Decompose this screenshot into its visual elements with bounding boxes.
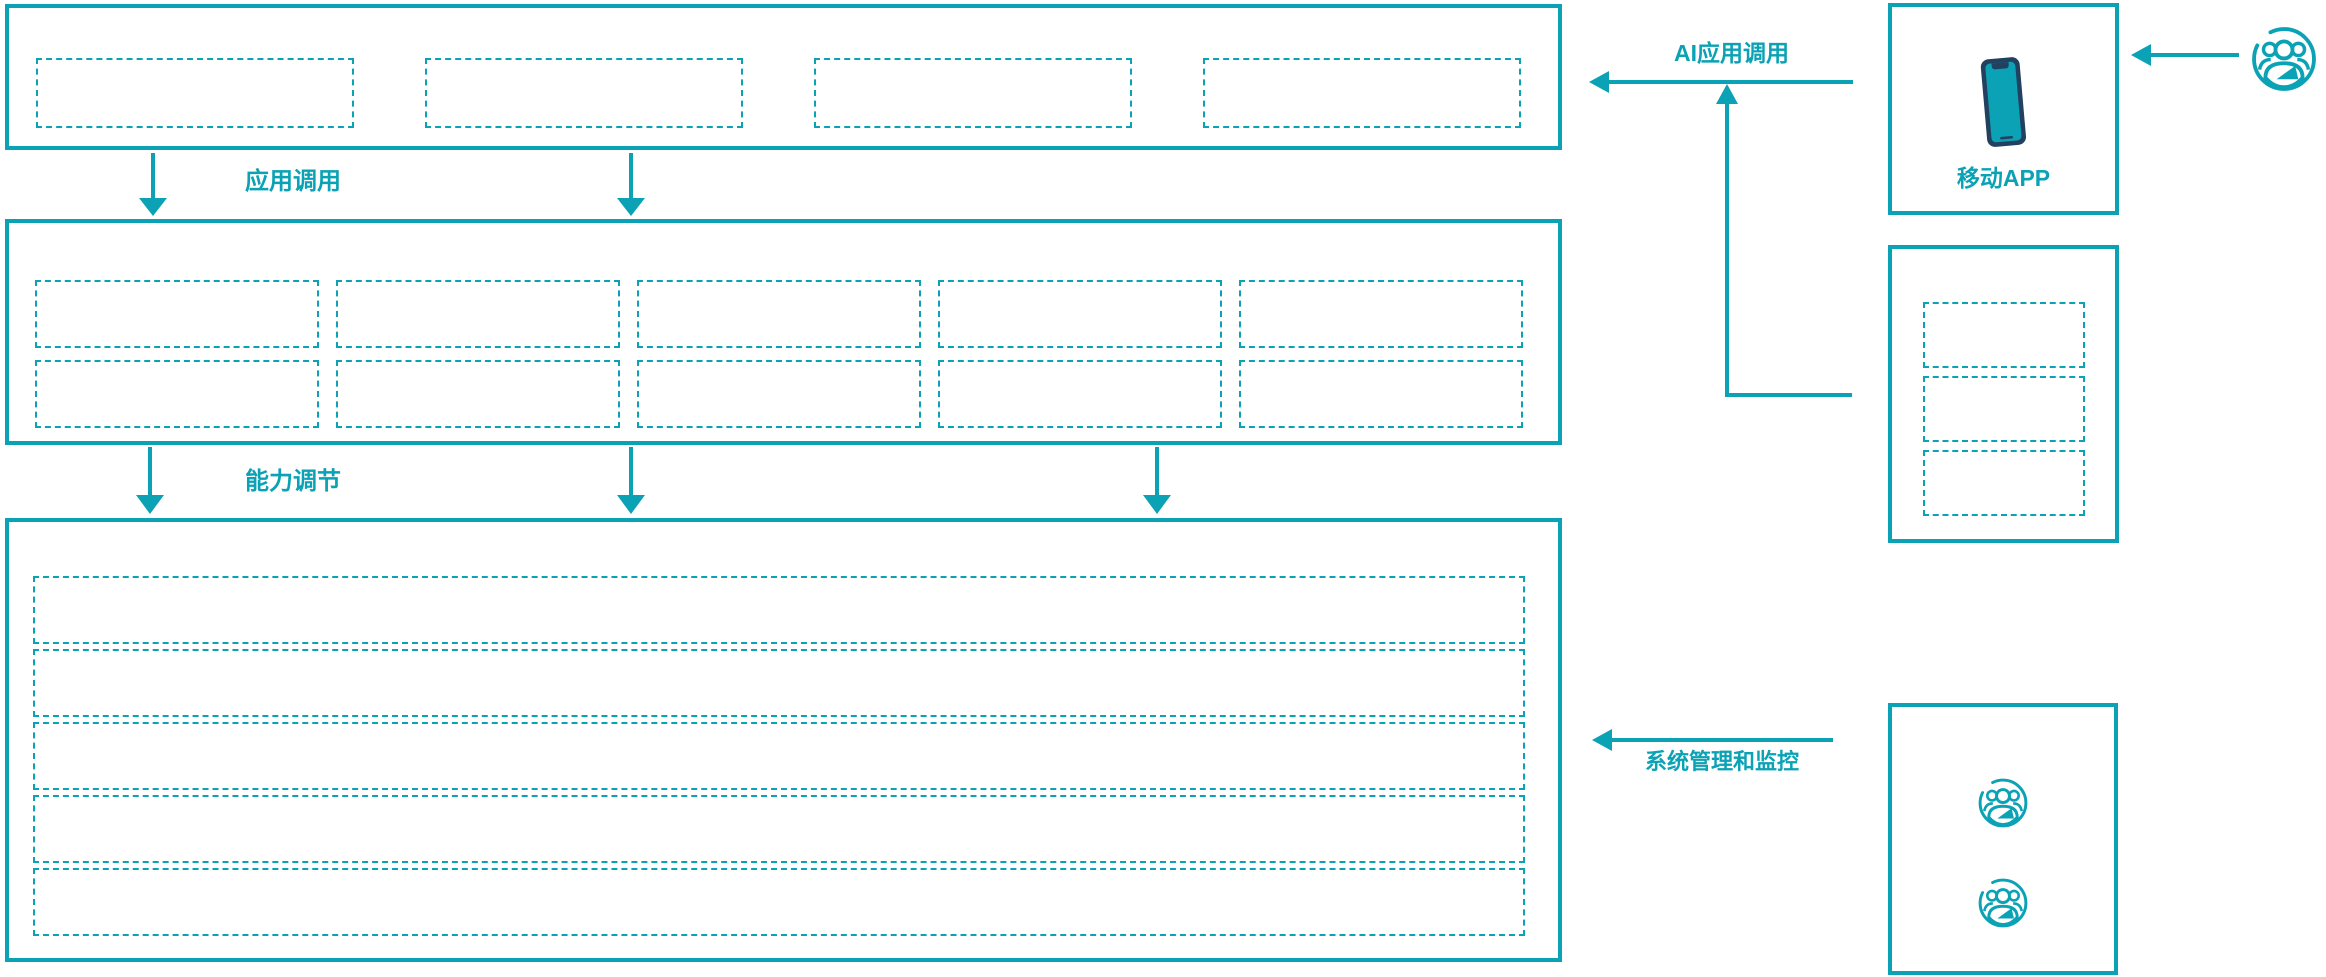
placeholder-box bbox=[36, 58, 354, 128]
capability-adjust-label: 能力调节 bbox=[245, 468, 341, 495]
placeholder-box bbox=[33, 795, 1525, 863]
placeholder-box bbox=[33, 868, 1525, 936]
down-arrow-icon bbox=[139, 153, 167, 216]
admin-users-panel bbox=[1888, 703, 2118, 975]
placeholder-box bbox=[35, 280, 319, 348]
placeholder-box bbox=[33, 576, 1525, 644]
users-group-icon bbox=[1977, 877, 2029, 929]
placeholder-box bbox=[1239, 360, 1523, 428]
bottom-layer-slots bbox=[9, 522, 1558, 936]
users-group-icon bbox=[1977, 777, 2029, 829]
down-arrow-icon bbox=[136, 447, 164, 514]
user-to-app-left-arrow-icon bbox=[2131, 44, 2239, 66]
placeholder-box bbox=[1922, 302, 2085, 368]
ai-app-call-label: AI应用调用 bbox=[1674, 40, 1789, 66]
down-arrow-icon bbox=[617, 153, 645, 216]
mobile-app-panel: 移动APP bbox=[1888, 3, 2119, 215]
top-layer-slots bbox=[9, 8, 1558, 128]
ai-call-left-arrow-icon bbox=[1589, 71, 1853, 93]
bottom-layer-panel bbox=[5, 518, 1562, 962]
users-group-icon bbox=[2250, 25, 2318, 93]
placeholder-box bbox=[336, 280, 620, 348]
down-arrow-icon bbox=[617, 447, 645, 514]
placeholder-box bbox=[425, 58, 743, 128]
right-middle-slots bbox=[1892, 249, 2115, 516]
placeholder-box bbox=[938, 280, 1222, 348]
placeholder-box bbox=[814, 58, 1132, 128]
placeholder-box bbox=[35, 360, 319, 428]
placeholder-box bbox=[1922, 450, 2085, 516]
placeholder-box bbox=[336, 360, 620, 428]
placeholder-box bbox=[33, 722, 1525, 790]
system-monitor-left-arrow-icon bbox=[1592, 729, 1833, 751]
right-middle-panel bbox=[1888, 245, 2119, 543]
placeholder-box bbox=[637, 360, 921, 428]
placeholder-box bbox=[637, 280, 921, 348]
down-arrow-icon bbox=[1143, 447, 1171, 514]
placeholder-box bbox=[1203, 58, 1521, 128]
middle-layer-panel bbox=[5, 219, 1562, 445]
admin-users-slots bbox=[1892, 707, 2114, 929]
app-call-label: 应用调用 bbox=[245, 168, 341, 195]
mobile-app-label: 移动APP bbox=[1956, 165, 2051, 191]
placeholder-box bbox=[33, 649, 1525, 717]
top-layer-panel bbox=[5, 4, 1562, 150]
placeholder-box bbox=[938, 360, 1222, 428]
ai-call-elbow-up-arrow-icon bbox=[1716, 84, 1852, 397]
system-management-label: 系统管理和监控 bbox=[1645, 749, 1800, 774]
placeholder-box bbox=[1239, 280, 1523, 348]
placeholder-box bbox=[1922, 376, 2085, 442]
mobile-phone-icon bbox=[1980, 55, 2028, 151]
middle-layer-slots bbox=[9, 223, 1558, 428]
